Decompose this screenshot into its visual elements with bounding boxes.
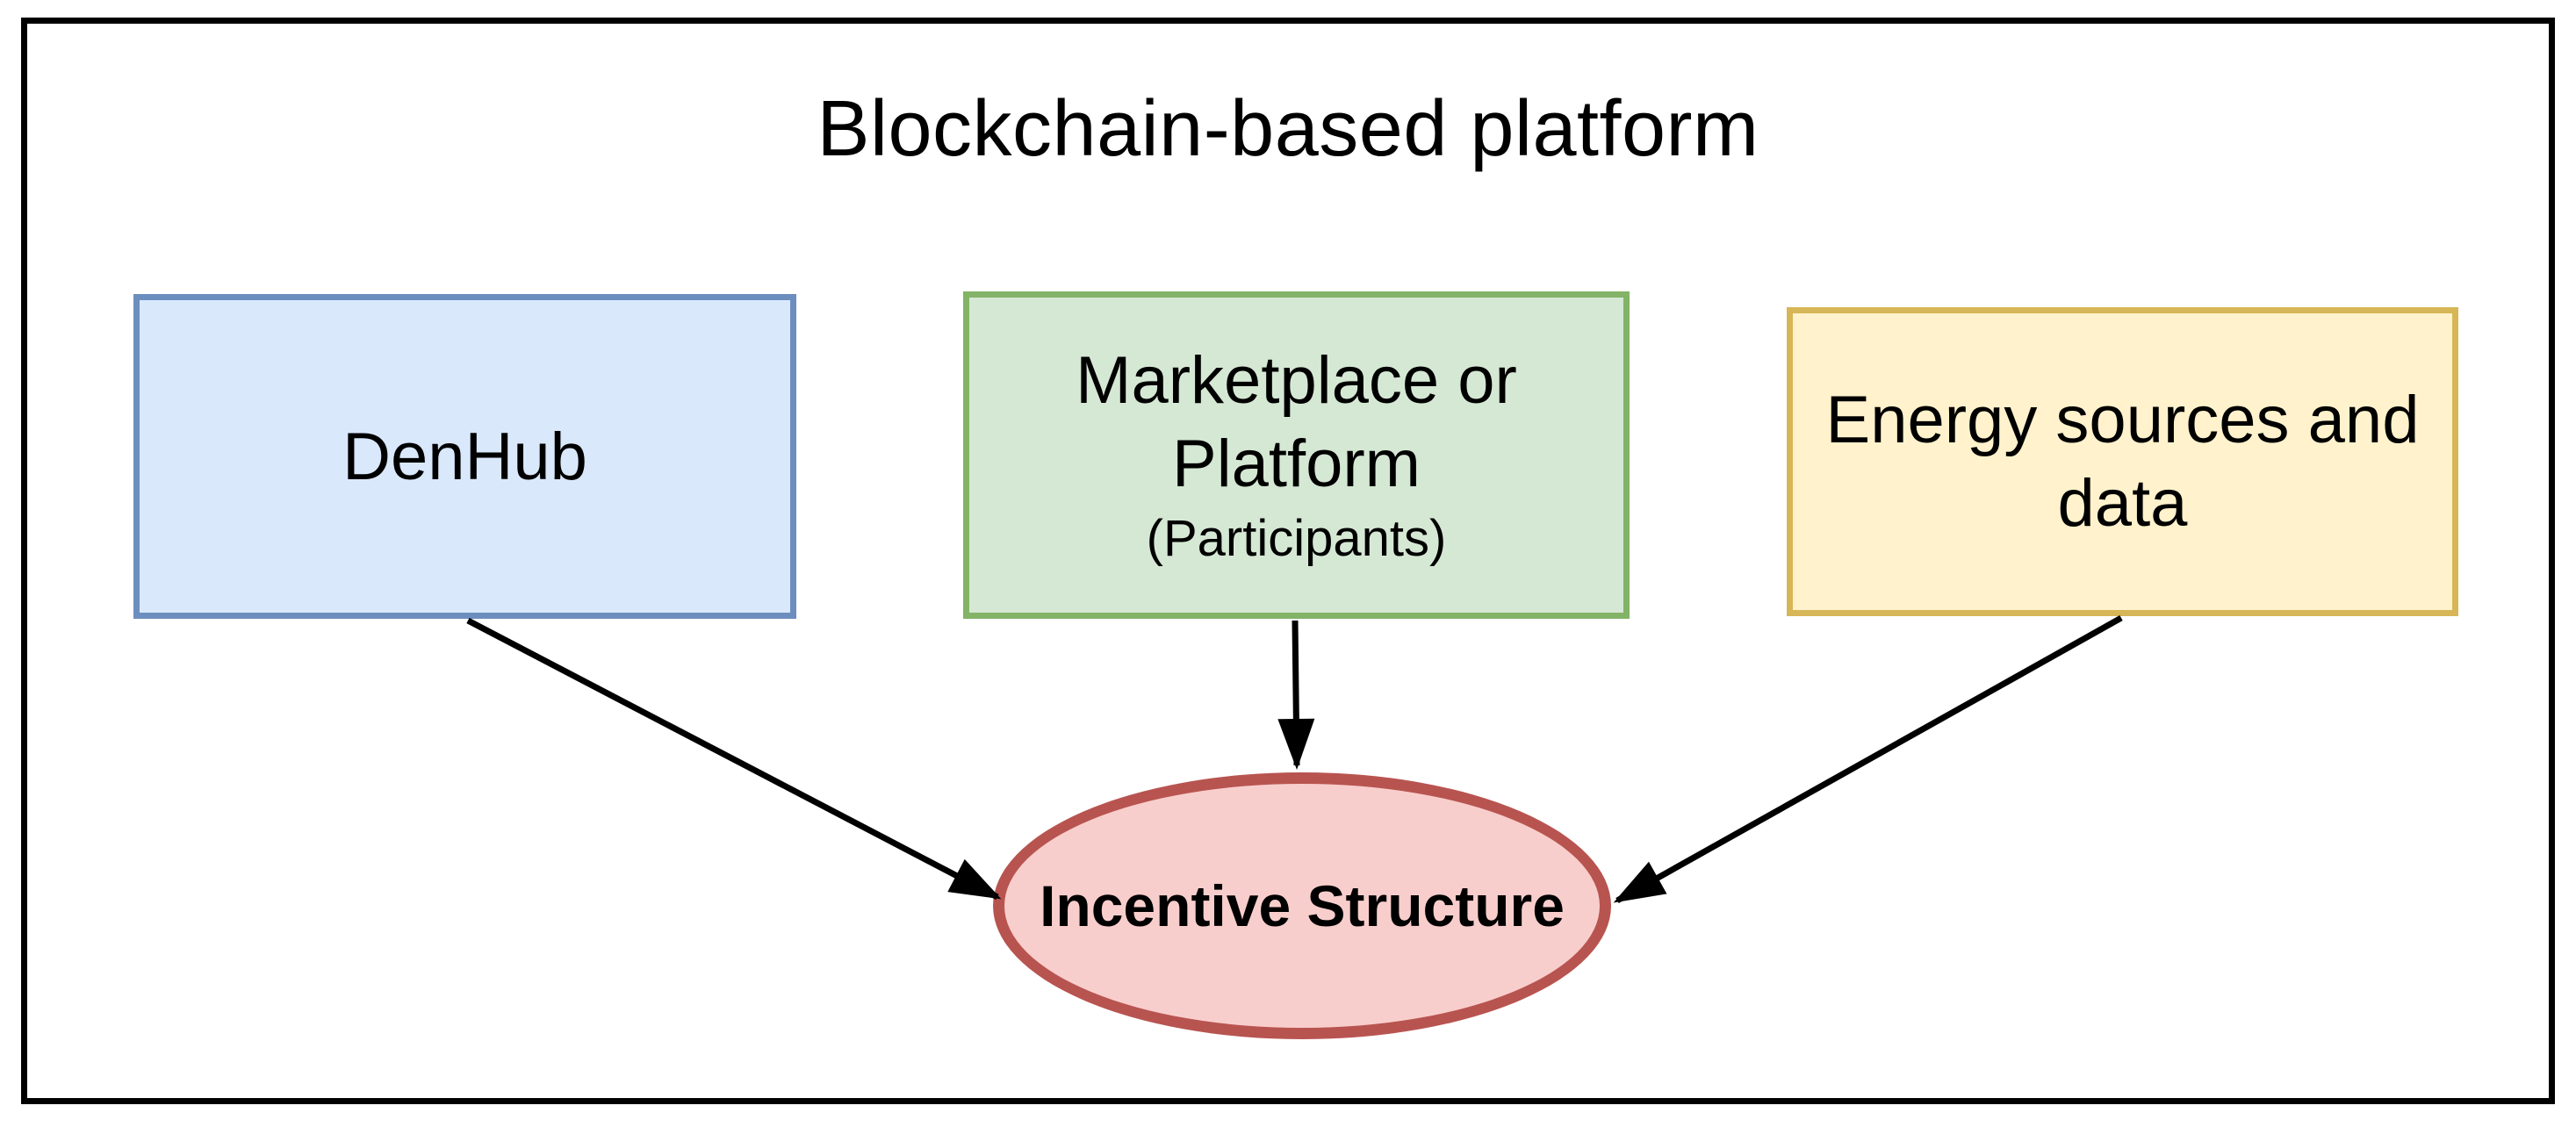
energy-box: Energy sources and data (1787, 307, 2458, 616)
marketplace-sublabel: (Participants) (1146, 509, 1447, 567)
outer-frame (21, 18, 2555, 1104)
incentive-structure-ellipse: Incentive Structure (993, 772, 1611, 1039)
energy-label-line-1: Energy sources and (1825, 383, 2420, 457)
diagram-title: Blockchain-based platform (817, 85, 1759, 173)
marketplace-label-line-1: Marketplace or (1076, 342, 1517, 418)
marketplace-box: Marketplace or Platform (Participants) (963, 291, 1630, 619)
denhub-label: DenHub (342, 419, 587, 494)
denhub-box: DenHub (133, 294, 796, 619)
energy-label-line-2: data (2057, 466, 2188, 541)
marketplace-label-line-2: Platform (1172, 426, 1421, 501)
incentive-structure-label: Incentive Structure (1040, 873, 1565, 938)
